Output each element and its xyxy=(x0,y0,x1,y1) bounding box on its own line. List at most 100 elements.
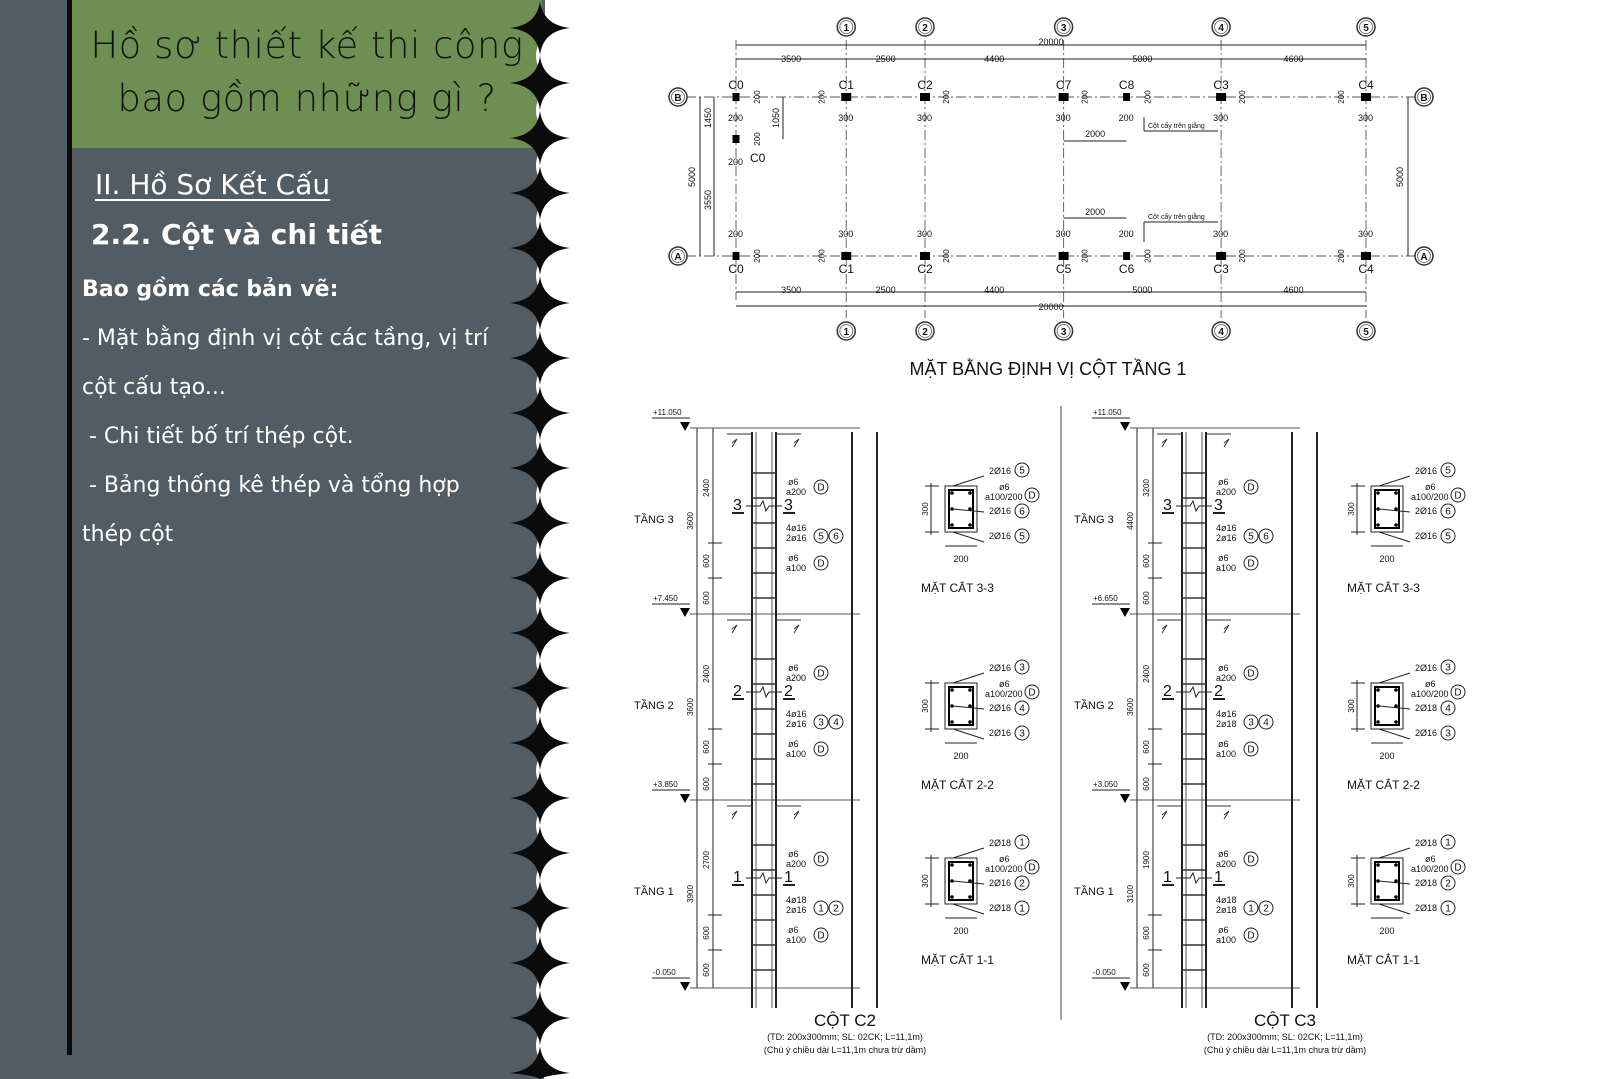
floor-height-dim: 3600 xyxy=(686,698,695,716)
section-width-dim: 200 xyxy=(1379,554,1394,564)
tag-label: 5 xyxy=(818,532,824,543)
level-label: +11.050 xyxy=(653,408,682,417)
floor-label: TẦNG 3 xyxy=(634,513,674,526)
stirrup-spec: ø6 xyxy=(1218,739,1229,749)
dim-span-top: 2500 xyxy=(876,54,896,64)
section-stirrup xyxy=(1374,686,1400,726)
edge-scallop xyxy=(536,799,580,852)
column-label: C3 xyxy=(1213,78,1229,92)
stirrup-spec: ø6 xyxy=(788,925,799,935)
section-top-bars: 2Ø18 xyxy=(989,838,1011,848)
rebar-dot xyxy=(1394,863,1398,867)
section-title: MẶT CẮT 3-3 xyxy=(1347,580,1420,595)
floor-part-dim: 600 xyxy=(702,963,711,977)
stirrup-spacing: a200 xyxy=(786,487,806,497)
column-C8 xyxy=(1123,93,1131,101)
leader xyxy=(1378,903,1411,915)
star-icon xyxy=(510,716,570,770)
tag-label: 6 xyxy=(1445,507,1451,518)
section-mark-right: 3 xyxy=(1214,497,1223,514)
left-panel xyxy=(0,0,545,1079)
rebar-dot xyxy=(968,879,972,883)
tag-circle xyxy=(813,714,829,730)
dim-total-bottom: 20000 xyxy=(1038,302,1063,312)
star-icon xyxy=(510,881,570,935)
axis-bubble-top-ring xyxy=(839,20,854,34)
tag-circle xyxy=(1450,684,1466,700)
rebar-dot xyxy=(1394,523,1398,527)
rebar-dot xyxy=(968,688,972,692)
section-bottom-bars: 2Ø18 xyxy=(1415,903,1437,913)
section-stirrup-spec: ø6 xyxy=(1425,482,1436,492)
rebar-dot xyxy=(1376,507,1380,511)
axis-bubble-top: 3 xyxy=(1061,23,1067,34)
section-outline xyxy=(1370,682,1404,730)
column-size-label: 200 xyxy=(1119,113,1134,123)
axis-bubble-left-ring xyxy=(671,90,685,104)
beam-stub xyxy=(1157,619,1231,634)
stirrup-spec: ø6 xyxy=(788,849,799,859)
main-bar-spec: 2ø16 xyxy=(786,719,807,729)
main-bar-spec: 4ø16 xyxy=(786,523,807,533)
column-side-label: 200 xyxy=(1337,249,1346,263)
tag-label: 3 xyxy=(818,718,824,729)
section-outline xyxy=(944,682,978,730)
leader xyxy=(1378,728,1411,740)
stirrup-spacing: a200 xyxy=(1216,673,1236,683)
section-title: MẶT CẮT 1-1 xyxy=(921,952,994,967)
level-arrow-icon xyxy=(680,422,690,431)
section-mid-bars: 2Ø16 xyxy=(1415,506,1437,516)
column-detail-note: (TD: 200x300mm; SL: 02CK; L=11,1m) xyxy=(767,1032,923,1042)
dim-span-bottom: 2500 xyxy=(876,285,896,295)
tag-label: D xyxy=(817,669,824,680)
level-label: +11.050 xyxy=(1093,408,1122,417)
star-icon xyxy=(510,496,570,550)
tag-label: D xyxy=(1028,863,1035,874)
stirrup-spec: ø6 xyxy=(788,553,799,563)
tag-circle xyxy=(1014,834,1030,850)
leader xyxy=(952,880,985,885)
main-bar-spec: 4ø18 xyxy=(1216,895,1237,905)
scalloped-star-edge xyxy=(510,1,580,1079)
level-arrow-icon xyxy=(1120,422,1130,431)
main-bar-spec: 2ø18 xyxy=(1216,905,1237,915)
edge-scallop xyxy=(536,1019,580,1072)
column-C1 xyxy=(841,252,852,260)
column-size-label: 300 xyxy=(1056,113,1071,123)
floor-part-dim: 3200 xyxy=(1142,479,1151,497)
tag-label: 5 xyxy=(1445,532,1451,543)
rebar-dot xyxy=(1394,720,1398,724)
edge-scallop xyxy=(536,689,580,742)
section-stirrup-spec: ø6 xyxy=(999,482,1010,492)
section-bottom-bars: 2Ø16 xyxy=(989,728,1011,738)
edge-scallop xyxy=(536,84,580,137)
section-mid-bars: 2Ø16 xyxy=(989,703,1011,713)
stirrup-spacing: a100 xyxy=(786,749,806,759)
bullet-line: cột cấu tạo... xyxy=(82,375,226,400)
level-arrow-icon xyxy=(1120,794,1130,803)
tag-circle xyxy=(1440,725,1456,741)
column-side-label: 200 xyxy=(753,132,762,146)
rebar-dot xyxy=(968,720,972,724)
leader xyxy=(952,847,985,859)
axis-bubble-left: B xyxy=(674,93,681,104)
axis-bubble-bottom: 4 xyxy=(1218,327,1224,338)
section-height-dim: 300 xyxy=(921,874,930,888)
rebar-dot xyxy=(950,491,954,495)
tag-label: 3 xyxy=(1019,729,1025,740)
column-size-label: 300 xyxy=(1213,229,1228,239)
tag-label: D xyxy=(1247,745,1254,756)
stirrup-spacing: a200 xyxy=(1216,487,1236,497)
rebar-dot xyxy=(968,507,972,511)
edge-scallop xyxy=(536,579,580,632)
level-arrow-icon xyxy=(680,794,690,803)
break-line xyxy=(1176,499,1212,513)
column-C7 xyxy=(1058,93,1069,101)
column-C3 xyxy=(1216,252,1227,260)
level-arrow-icon xyxy=(680,982,690,991)
column-side-label: 200 xyxy=(942,90,951,104)
beam-stub xyxy=(727,805,801,820)
level-arrow-icon xyxy=(1120,608,1130,617)
section-stirrup-spacing: a100/200 xyxy=(1411,492,1449,502)
tag-circle xyxy=(1440,462,1456,478)
